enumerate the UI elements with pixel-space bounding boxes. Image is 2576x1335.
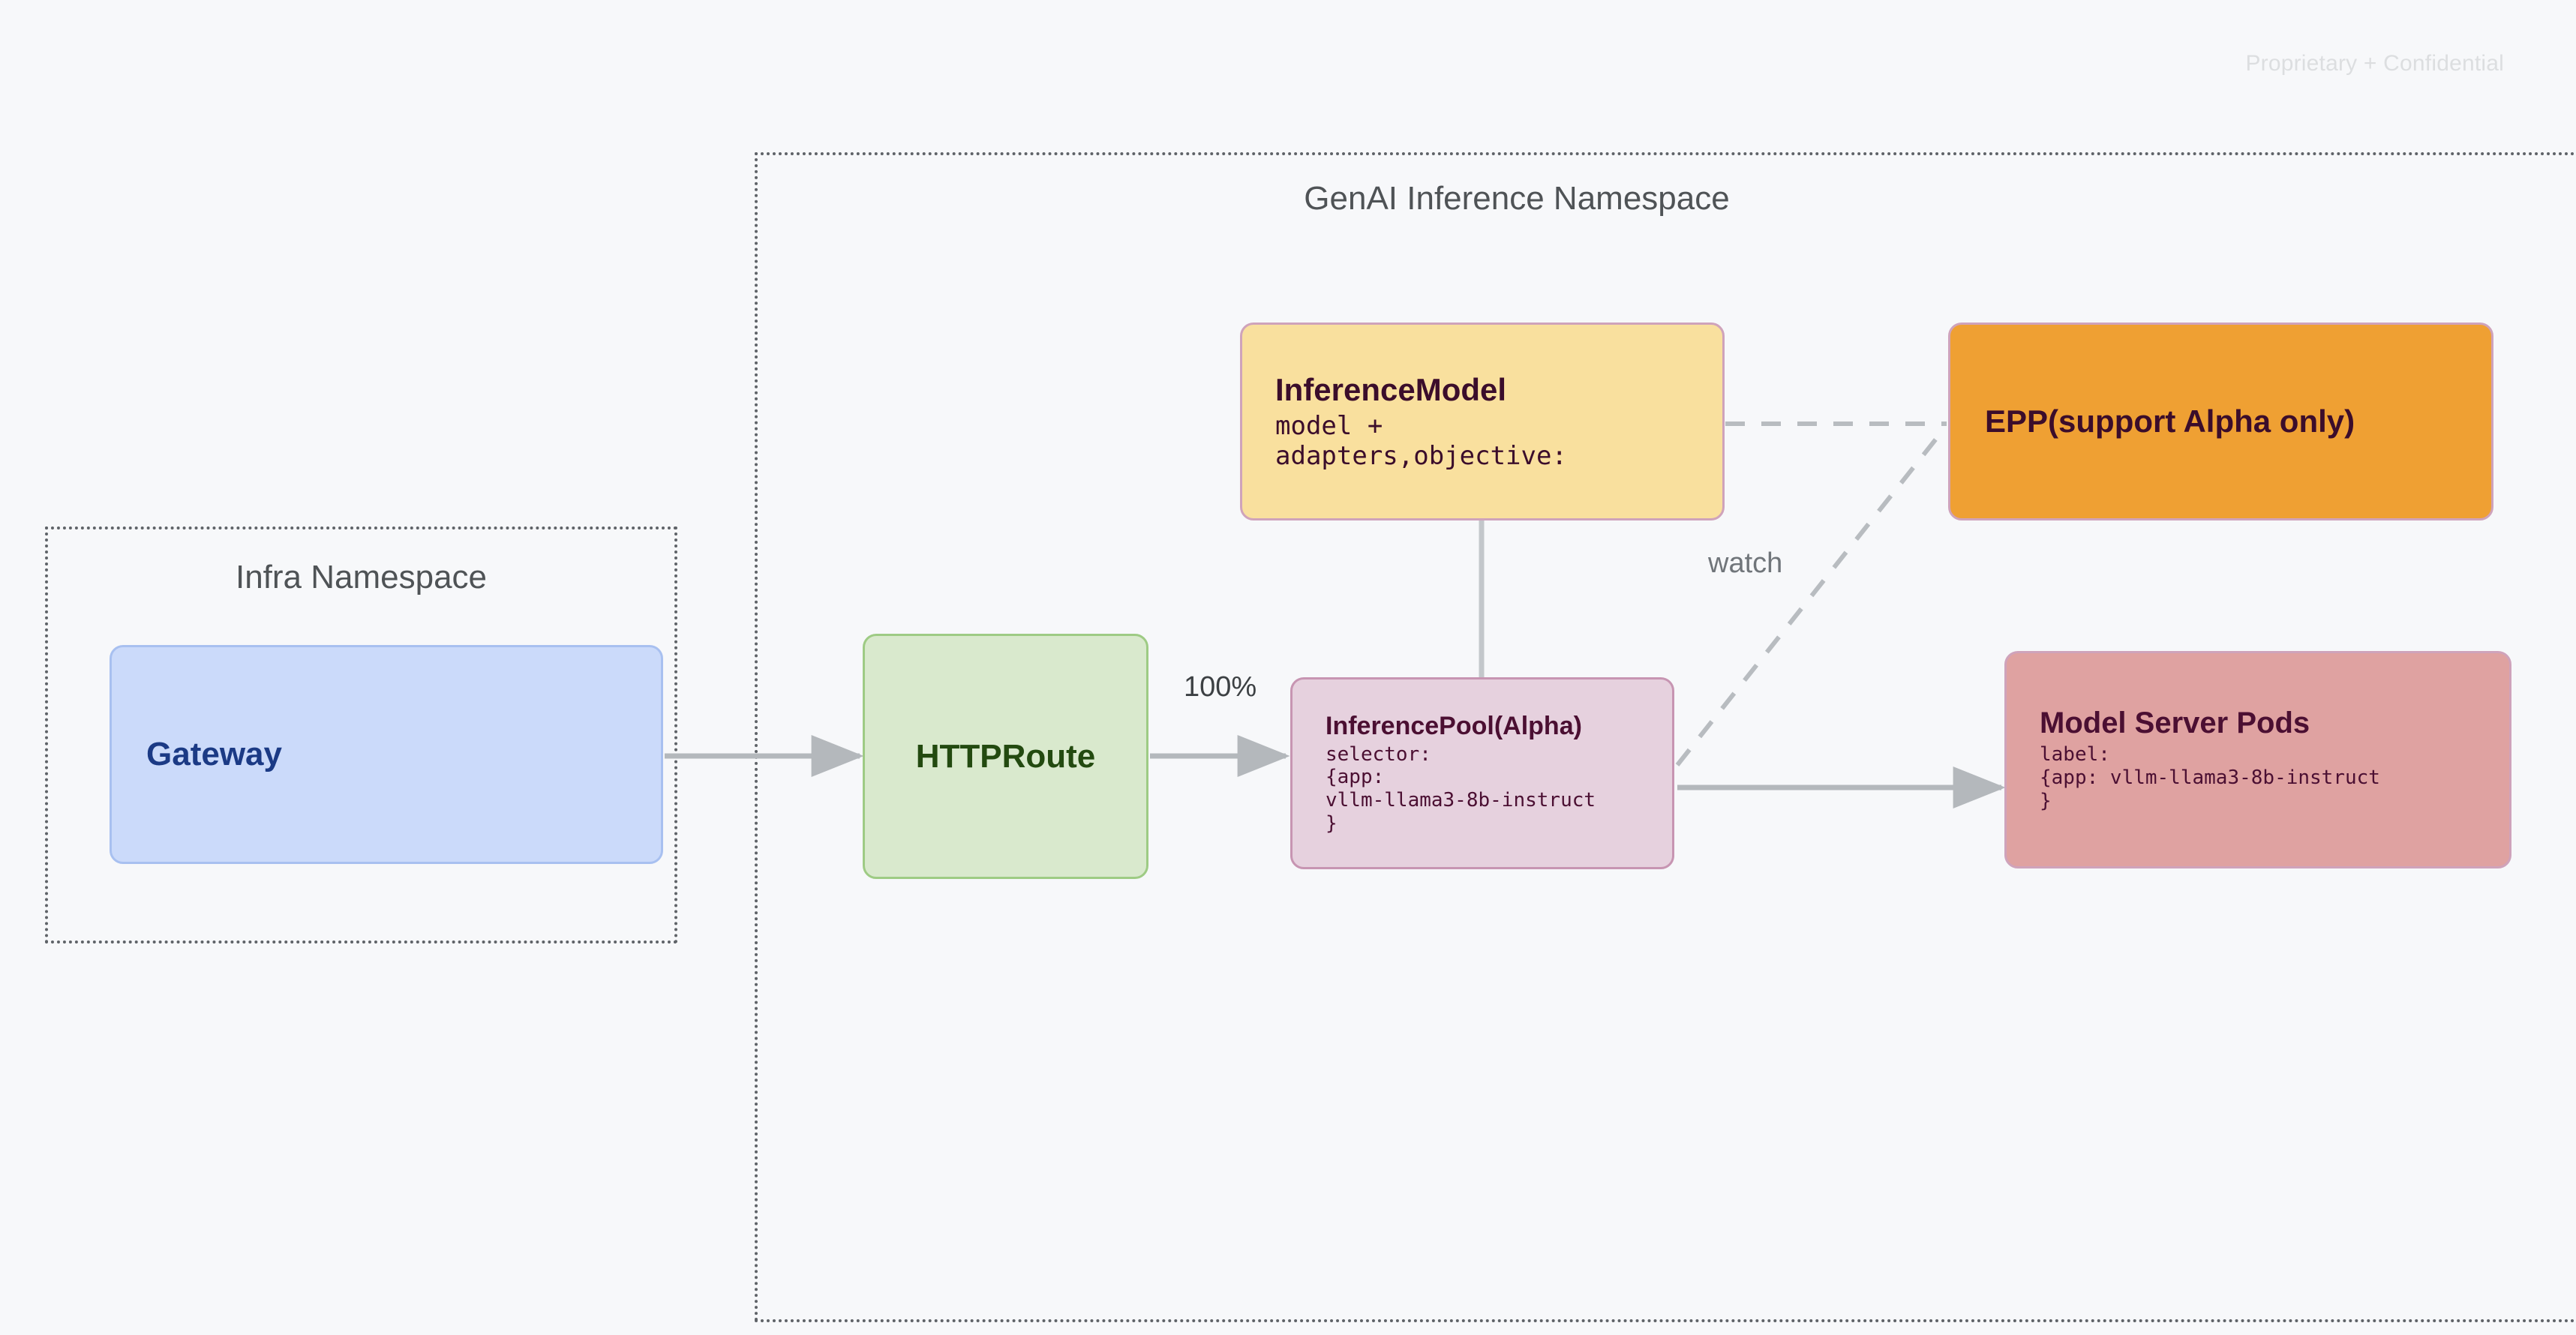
node-inference-model[interactable]: InferenceModel model + adapters,objectiv… bbox=[1240, 322, 1725, 520]
node-httproute[interactable]: HTTPRoute bbox=[863, 634, 1148, 879]
node-inference-pool-detail: selector: {app: vllm-llama3-8b-instruct … bbox=[1326, 742, 1596, 835]
node-inference-model-detail: model + adapters,objective: bbox=[1275, 410, 1567, 471]
node-httproute-title: HTTPRoute bbox=[915, 737, 1096, 775]
node-inference-pool[interactable]: InferencePool(Alpha) selector: {app: vll… bbox=[1290, 677, 1674, 869]
node-gateway[interactable]: Gateway bbox=[110, 645, 663, 864]
proprietary-confidential-watermark: Proprietary + Confidential bbox=[2245, 51, 2504, 76]
node-epp-title: EPP(support Alpha only) bbox=[1985, 404, 2355, 439]
node-model-server-pods-title: Model Server Pods bbox=[2040, 706, 2310, 740]
node-inference-pool-title: InferencePool(Alpha) bbox=[1326, 711, 1582, 740]
watch-label: watch bbox=[1708, 548, 1783, 579]
genai-namespace-frame bbox=[755, 152, 2576, 1322]
traffic-split-label: 100% bbox=[1184, 671, 1257, 703]
node-model-server-pods[interactable]: Model Server Pods label: {app: vllm-llam… bbox=[2004, 651, 2511, 868]
node-gateway-title: Gateway bbox=[146, 736, 282, 772]
node-inference-model-title: InferenceModel bbox=[1275, 371, 1507, 407]
infra-namespace-frame bbox=[45, 526, 677, 944]
node-model-server-pods-detail: label: {app: vllm-llama3-8b-instruct } bbox=[2040, 743, 2380, 812]
infra-namespace-title: Infra Namespace bbox=[235, 559, 488, 596]
genai-namespace-title: GenAI Inference Namespace bbox=[1304, 180, 1730, 217]
node-epp[interactable]: EPP(support Alpha only) bbox=[1948, 322, 2493, 520]
